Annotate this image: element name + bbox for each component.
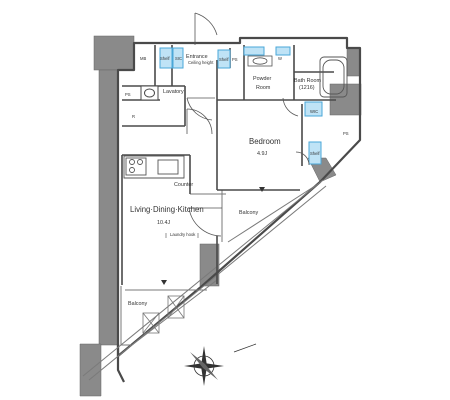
- lavatory-label: Lavatory: [163, 89, 184, 95]
- refrigerator-label: R: [132, 114, 135, 119]
- ps-top-label: PS: [232, 57, 238, 62]
- shelf-upper-label: Shelf: [219, 57, 229, 62]
- bath-room-label-line1: Bath Room: [294, 78, 321, 84]
- bath-room-label-line2: (1216): [299, 85, 315, 91]
- bathtub: [319, 56, 348, 98]
- kitchen-counter: [123, 155, 185, 179]
- laundry-hook-label: Laundry hook: [170, 232, 196, 237]
- powder-room-label-line2: Room: [256, 85, 271, 91]
- structural-columns: [79, 35, 362, 397]
- washer-label: W: [278, 56, 282, 61]
- bedroom-size-label: 4.9J: [257, 151, 267, 157]
- ps-left-label: PS: [125, 92, 131, 97]
- living-dining-kitchen-label: Living·Dining·Kitchen: [130, 205, 204, 214]
- outer-walls: [116, 36, 362, 383]
- shelf-label: Shelf: [160, 56, 170, 61]
- powder-basin: [247, 55, 273, 67]
- entrance-label-line2: Ceiling height: [188, 60, 214, 65]
- balcony-lower-label: Balcony: [128, 301, 147, 307]
- window-marker-triangle: [161, 187, 265, 285]
- interior-walls: [121, 45, 336, 285]
- bedroom-label: Bedroom: [249, 137, 281, 146]
- ps-right-label: PS: [343, 131, 349, 136]
- sic-label: SIC: [175, 56, 182, 61]
- living-size-label: 10.4J: [157, 220, 170, 226]
- outdoor-units: [142, 295, 185, 334]
- entrance-label-line1: Entrance: [186, 54, 208, 60]
- balcony-inner-label: Balcony: [239, 210, 258, 216]
- powder-room-label-line1: Powder: [253, 76, 271, 82]
- mb-label: MB: [140, 56, 146, 61]
- laundry-hook-marker: [165, 233, 199, 238]
- counter-label: Counter: [174, 182, 193, 188]
- bath-fixtures: [140, 46, 323, 165]
- door-swing-arcs: [186, 12, 310, 237]
- wic-label: WIC: [310, 109, 318, 114]
- north-arrow: [184, 343, 257, 386]
- bedroom-shelf-label: Shelf: [310, 151, 320, 156]
- balcony-rails: [82, 179, 327, 381]
